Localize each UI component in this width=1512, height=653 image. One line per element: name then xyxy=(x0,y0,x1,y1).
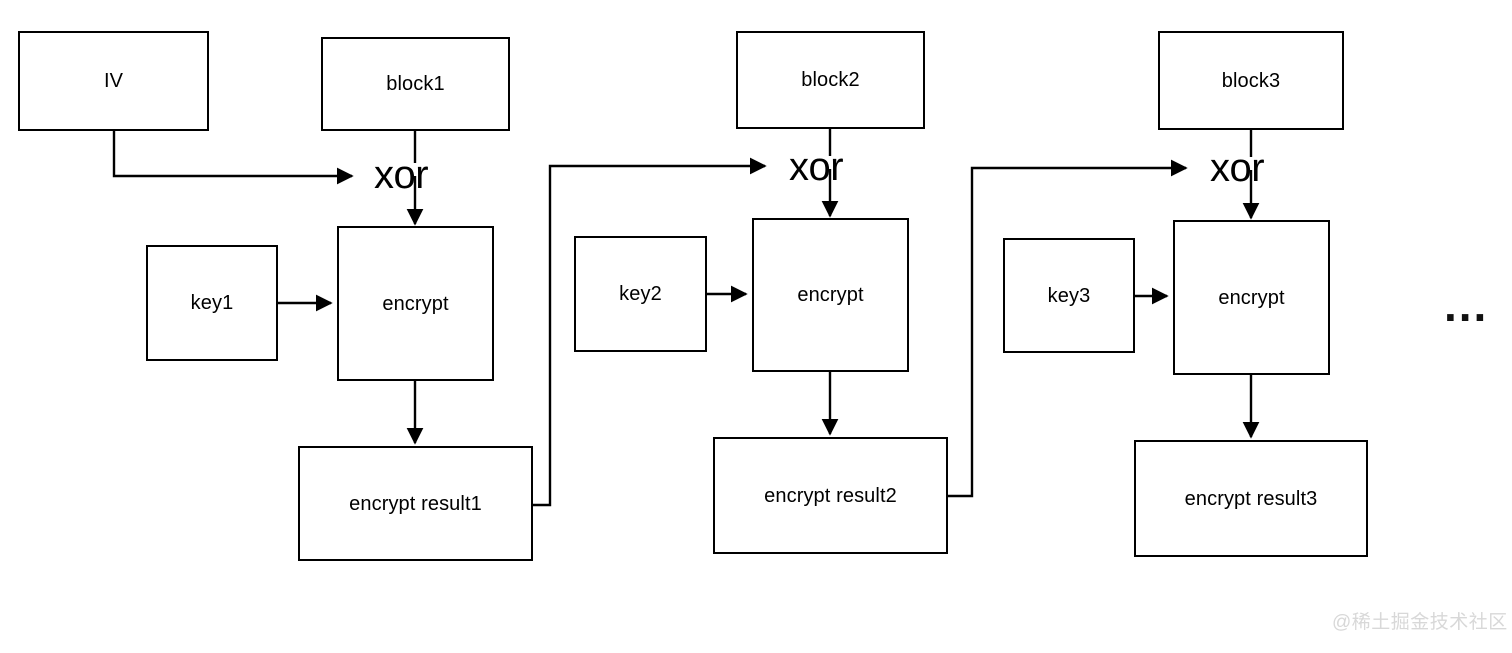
operator-xor2-label: xor xyxy=(789,145,844,189)
node-encrypt2[interactable]: encrypt xyxy=(752,218,909,372)
node-result3[interactable]: encrypt result3 xyxy=(1134,440,1368,557)
node-result1-label: encrypt result1 xyxy=(349,492,482,515)
node-block2-label: block2 xyxy=(801,69,860,91)
operator-xor1-label: xor xyxy=(374,153,429,197)
node-key1[interactable]: key1 xyxy=(146,245,278,361)
node-encrypt1-label: encrypt xyxy=(382,292,449,315)
node-block3-label: block3 xyxy=(1221,69,1281,92)
node-encrypt1[interactable]: encrypt xyxy=(337,226,494,381)
node-key3[interactable]: key3 xyxy=(1003,238,1135,353)
node-encrypt2-label: encrypt xyxy=(797,284,864,306)
node-iv[interactable]: IV xyxy=(18,31,209,131)
operator-xor1: xor xyxy=(374,153,429,197)
node-encrypt3[interactable]: encrypt xyxy=(1173,220,1330,375)
continuation-ellipsis-label: ... xyxy=(1444,279,1489,331)
node-block2[interactable]: block2 xyxy=(736,31,925,129)
node-block3[interactable]: block3 xyxy=(1158,31,1344,130)
continuation-ellipsis: ... xyxy=(1444,282,1488,328)
node-block1-label: block1 xyxy=(386,73,445,95)
node-result2-label: encrypt result2 xyxy=(764,484,897,507)
operator-xor3: xor xyxy=(1210,146,1265,190)
node-iv-label: IV xyxy=(103,70,124,92)
edge-iv-to-xor1 xyxy=(112,131,354,185)
node-key1-label: key1 xyxy=(190,292,234,314)
watermark-label: @稀土掘金技术社区 xyxy=(1332,612,1508,633)
edge-result1-to-xor2 xyxy=(533,157,767,507)
node-key2-label: key2 xyxy=(619,283,662,305)
watermark: @稀土掘金技术社区 xyxy=(1332,613,1508,632)
operator-xor3-label: xor xyxy=(1210,146,1265,190)
node-block1[interactable]: block1 xyxy=(321,37,510,131)
edge-result2-to-xor3 xyxy=(948,159,1188,498)
node-result3-label: encrypt result3 xyxy=(1184,487,1318,510)
node-result2[interactable]: encrypt result2 xyxy=(713,437,948,554)
node-result1[interactable]: encrypt result1 xyxy=(298,446,533,561)
node-key3-label: key3 xyxy=(1047,284,1091,307)
node-encrypt3-label: encrypt xyxy=(1218,286,1285,309)
operator-xor2: xor xyxy=(789,145,844,189)
node-key2[interactable]: key2 xyxy=(574,236,707,352)
